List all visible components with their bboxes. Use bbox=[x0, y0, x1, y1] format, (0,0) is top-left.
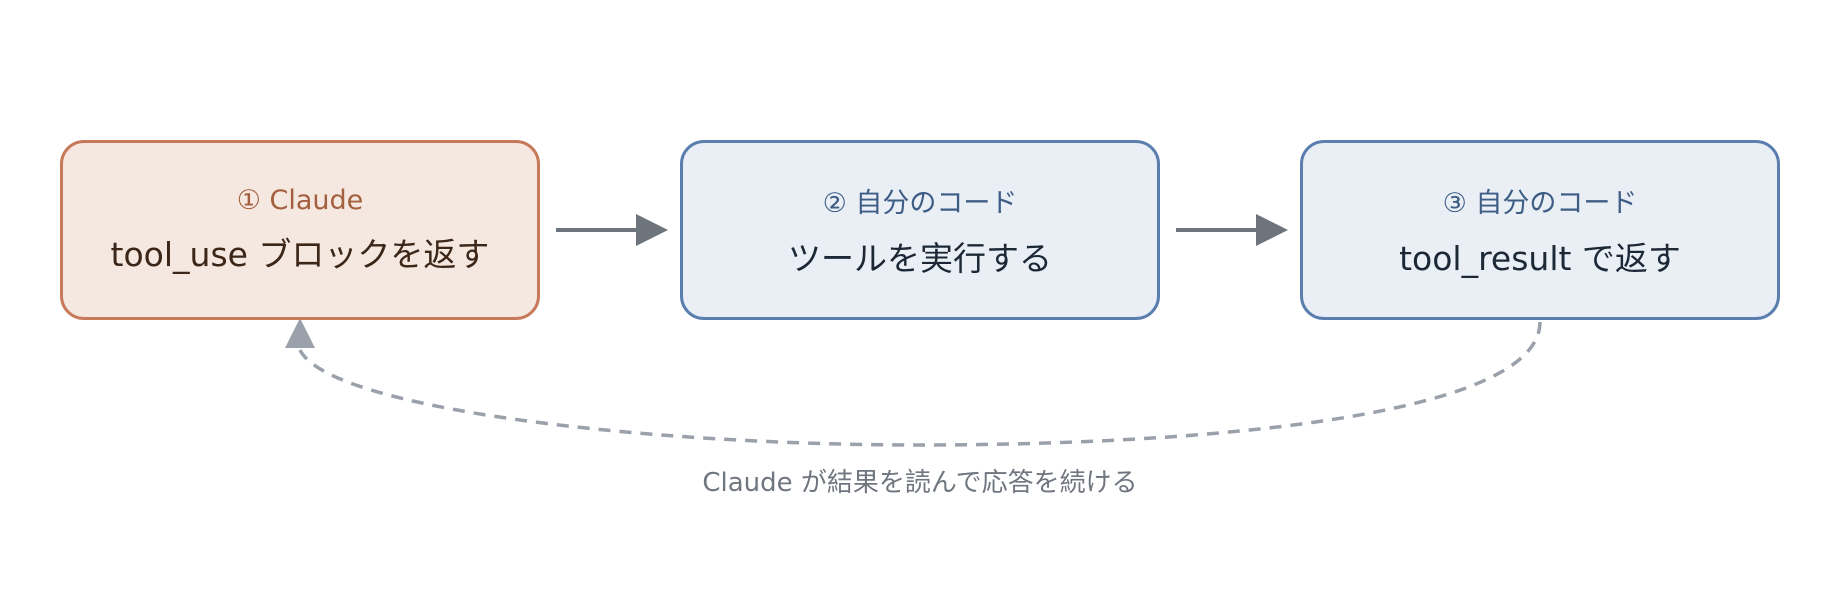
arrowhead-step3 bbox=[1256, 214, 1288, 246]
step-1-text: tool_use ブロックを返す bbox=[110, 234, 490, 274]
loop-label: Claude が結果を読んで応答を続ける bbox=[702, 468, 1138, 498]
step-1-claude-box: ① Claude tool_use ブロックを返す bbox=[60, 140, 540, 320]
step-3-text: tool_result で返す bbox=[1399, 238, 1681, 278]
step-2-number: ② 自分のコード bbox=[822, 187, 1018, 219]
step-3-code-box: ③ 自分のコード tool_result で返す bbox=[1300, 140, 1780, 320]
loop-arrowhead-step1 bbox=[285, 318, 315, 348]
step-1-number: ① Claude bbox=[236, 184, 364, 216]
arrowhead-step2 bbox=[636, 214, 668, 246]
step-2-code-box: ② 自分のコード ツールを実行する bbox=[680, 140, 1160, 320]
loop-back-dashed-curve bbox=[298, 321, 1542, 447]
step-2-text: ツールを実行する bbox=[788, 238, 1052, 278]
step-3-number: ③ 自分のコード bbox=[1442, 187, 1638, 219]
